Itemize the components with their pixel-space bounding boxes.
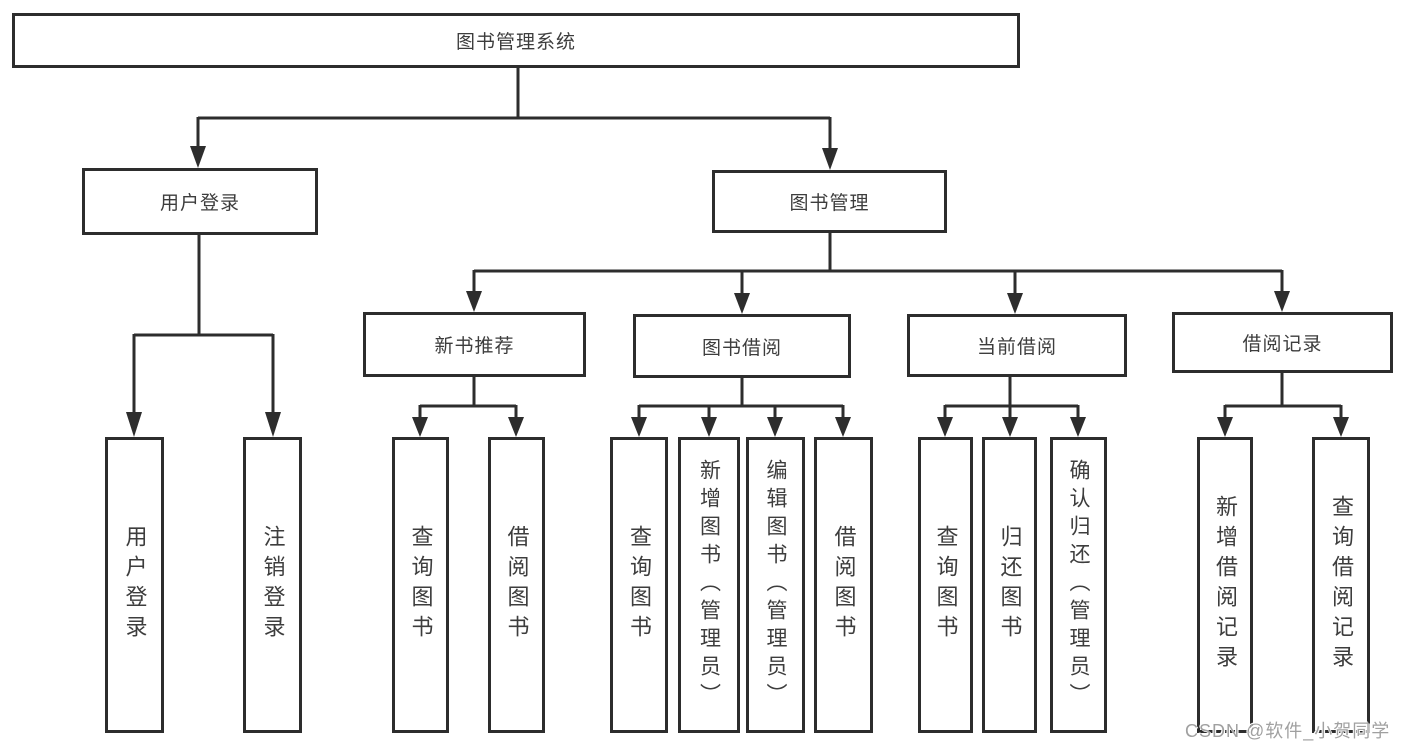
node-book-management: 图书管理 — [712, 170, 947, 233]
arrowhead-icons — [126, 146, 1349, 437]
node-root-label: 图书管理系统 — [455, 32, 576, 53]
leaf-record-query: 查询借阅记录 — [1312, 437, 1370, 733]
node-new-book-recommend: 新书推荐 — [363, 312, 586, 377]
node-borrow-record-label: 借阅记录 — [1242, 334, 1323, 355]
leaf-record-query-label: 查询借阅记录 — [1329, 495, 1354, 675]
leaf-borrow-query-book-label: 查询图书 — [627, 525, 652, 645]
leaf-current-confirm-return-admin: 确认归还（管理员） — [1050, 437, 1107, 733]
leaf-borrow-borrow-book-label: 借阅图书 — [831, 525, 857, 645]
leaf-current-query-book-label: 查询图书 — [933, 525, 959, 645]
node-book-borrow: 图书借阅 — [633, 314, 851, 378]
leaf-logout: 注销登录 — [243, 437, 302, 733]
node-new-book-recommend-label: 新书推荐 — [434, 336, 515, 357]
node-user-login-label: 用户登录 — [159, 193, 240, 214]
node-current-borrow-label: 当前借阅 — [976, 337, 1057, 358]
leaf-recommend-borrow-book: 借阅图书 — [488, 437, 545, 733]
csdn-watermark: CSDN @软件_小贺同学 — [1185, 721, 1391, 741]
leaf-borrow-edit-book-admin-label: 编辑图书（管理员） — [764, 459, 787, 711]
leaf-borrow-query-book: 查询图书 — [610, 437, 668, 733]
node-borrow-record: 借阅记录 — [1172, 312, 1393, 373]
node-book-management-label: 图书管理 — [789, 193, 870, 214]
leaf-recommend-query-book: 查询图书 — [392, 437, 449, 733]
leaf-logout-label: 注销登录 — [260, 525, 286, 645]
tree-lines — [132, 68, 1343, 419]
leaf-borrow-edit-book-admin: 编辑图书（管理员） — [746, 437, 805, 733]
leaf-record-add: 新增借阅记录 — [1197, 437, 1253, 733]
leaf-recommend-query-book-label: 查询图书 — [408, 525, 434, 645]
node-user-login: 用户登录 — [82, 168, 318, 235]
node-book-borrow-label: 图书借阅 — [701, 337, 782, 359]
leaf-recommend-borrow-book-label: 借阅图书 — [504, 525, 530, 645]
leaf-borrow-borrow-book: 借阅图书 — [814, 437, 873, 733]
leaf-borrow-add-book-admin: 新增图书（管理员） — [678, 437, 740, 733]
leaf-borrow-add-book-admin-label: 新增图书（管理员） — [697, 459, 721, 711]
node-current-borrow: 当前借阅 — [907, 314, 1127, 377]
leaf-current-return-book: 归还图书 — [982, 437, 1037, 733]
leaf-current-confirm-return-admin-label: 确认归还（管理员） — [1067, 459, 1090, 711]
leaf-current-query-book: 查询图书 — [918, 437, 973, 733]
node-root: 图书管理系统 — [12, 13, 1020, 68]
leaf-user-login: 用户登录 — [105, 437, 164, 733]
leaf-user-login-label: 用户登录 — [122, 525, 148, 645]
leaf-record-add-label: 新增借阅记录 — [1213, 495, 1238, 675]
leaf-current-return-book-label: 归还图书 — [997, 525, 1023, 645]
